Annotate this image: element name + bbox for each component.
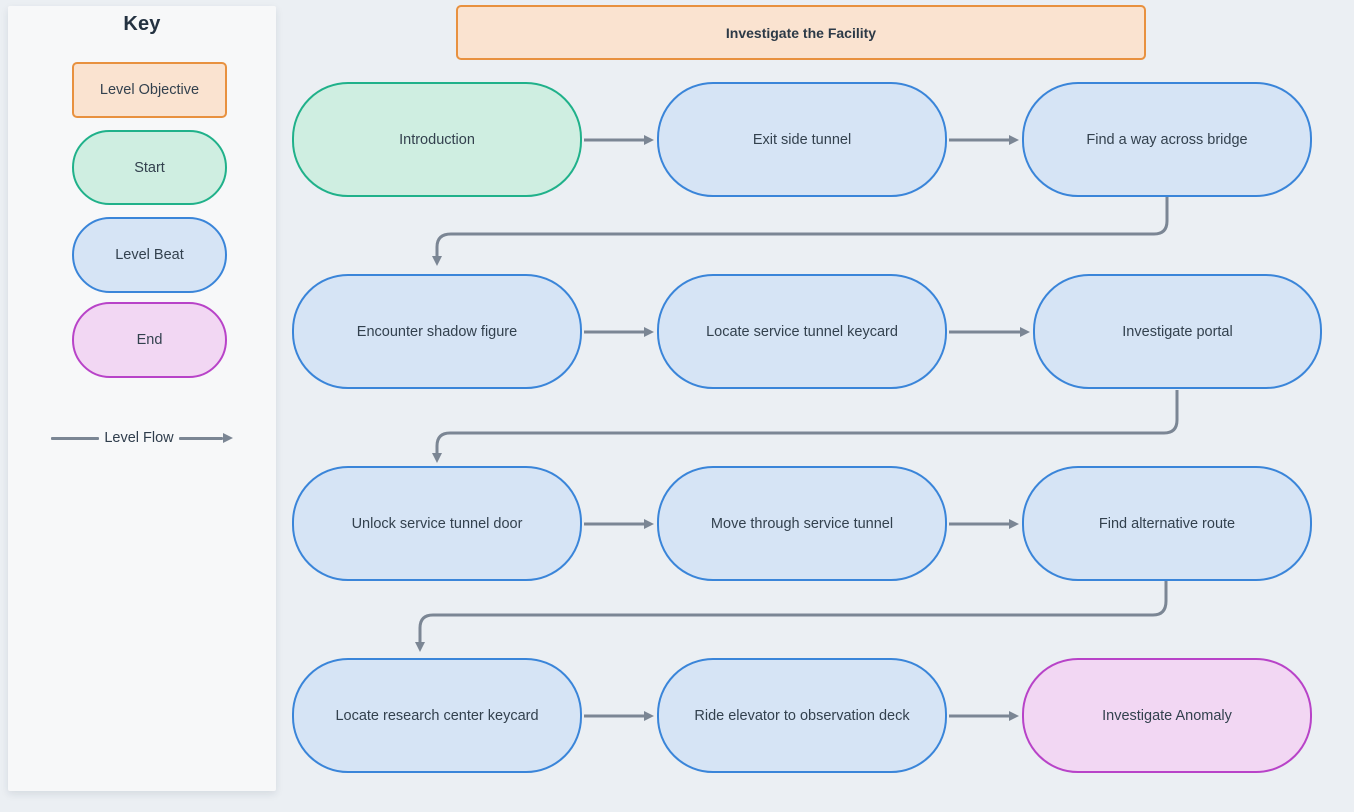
- node-investigate-anomaly: Investigate Anomaly: [1022, 658, 1312, 773]
- node-ride-elevator-observation-deck: Ride elevator to observation deck: [657, 658, 947, 773]
- node-find-way-across-bridge: Find a way across bridge: [1022, 82, 1312, 197]
- node-investigate-portal: Investigate portal: [1033, 274, 1322, 389]
- node-label: Ride elevator to observation deck: [694, 707, 910, 724]
- level-flow-line-icon: [51, 436, 100, 440]
- node-label: Locate service tunnel keycard: [706, 323, 898, 340]
- edge-alt-route-to-research-keycard: [415, 581, 1168, 652]
- node-label: Unlock service tunnel door: [351, 515, 523, 532]
- level-flow-line-icon: [178, 436, 223, 440]
- node-label: Investigate portal: [1122, 323, 1233, 340]
- node-label: Move through service tunnel: [710, 515, 894, 532]
- node-find-alternative-route: Find alternative route: [1022, 466, 1312, 581]
- node-label: Investigate Anomaly: [1102, 707, 1232, 724]
- legend-end-label: End: [136, 332, 163, 348]
- node-locate-research-center-keycard: Locate research center keycard: [292, 658, 582, 773]
- objective-banner-label: Investigate the Facility: [725, 24, 877, 41]
- legend-level-beat: Level Beat: [72, 217, 227, 293]
- node-exit-side-tunnel: Exit side tunnel: [657, 82, 947, 197]
- key-panel-title: Key: [123, 13, 161, 35]
- node-label: Locate research center keycard: [335, 707, 539, 724]
- node-move-through-service-tunnel: Move through service tunnel: [657, 466, 947, 581]
- edge-bridge-to-shadow-figure: [432, 197, 1169, 266]
- node-label: Exit side tunnel: [752, 131, 852, 148]
- legend-start: Start: [72, 130, 227, 205]
- legend-level-objective-label: Level Objective: [99, 82, 200, 98]
- legend-end: End: [72, 302, 227, 378]
- node-label: Encounter shadow figure: [356, 323, 518, 340]
- node-encounter-shadow-figure: Encounter shadow figure: [292, 274, 582, 389]
- legend-level-objective: Level Objective: [72, 62, 227, 118]
- node-label: Find a way across bridge: [1086, 131, 1248, 148]
- node-introduction: Introduction: [292, 82, 582, 197]
- legend-start-label: Start: [134, 159, 165, 176]
- node-label: Introduction: [399, 131, 475, 148]
- node-label: Find alternative route: [1098, 515, 1236, 532]
- edge-portal-to-unlock-door: [432, 390, 1179, 463]
- key-panel: Key Level Objective Start Level Beat End…: [8, 6, 276, 791]
- legend-level-flow: Level Flow: [8, 430, 276, 446]
- objective-banner: Investigate the Facility: [456, 5, 1146, 60]
- level-flow-arrowhead-icon: [222, 433, 233, 443]
- legend-level-beat-label: Level Beat: [115, 247, 184, 263]
- legend-level-flow-label: Level Flow: [104, 430, 174, 446]
- node-unlock-service-tunnel-door: Unlock service tunnel door: [292, 466, 582, 581]
- node-locate-service-tunnel-keycard: Locate service tunnel keycard: [657, 274, 947, 389]
